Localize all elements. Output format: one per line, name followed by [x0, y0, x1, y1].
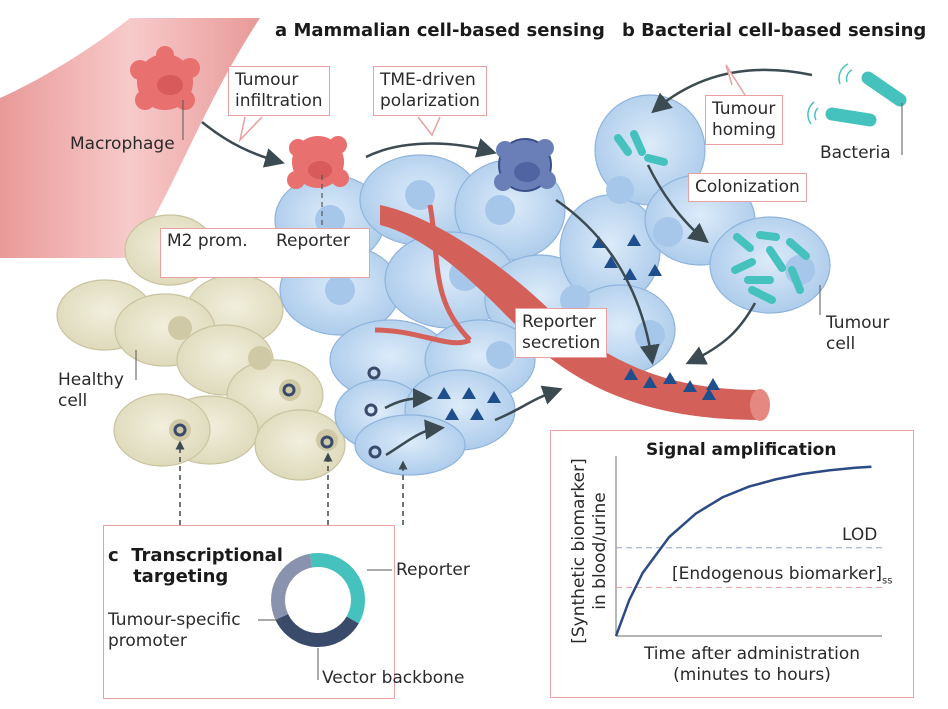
chart-title: Signal amplification: [646, 440, 837, 460]
bacteria: [614, 71, 907, 304]
panel-a-letter: a: [275, 20, 288, 41]
m2-prom-label: M2 prom.: [167, 231, 248, 251]
x-axis-label: Time after administration(minutes to hou…: [632, 644, 872, 686]
ylabel-line1: [Synthetic biomarker]: [569, 458, 589, 644]
callout-line1: TME-driven: [380, 70, 476, 90]
panel-c-title-line2: targeting: [133, 566, 229, 587]
ylabel-line2: in blood/urine: [590, 492, 610, 610]
label-line1: Tumour-specific: [108, 610, 241, 630]
callout-line1: Tumour: [235, 70, 299, 90]
panel-b-letter: b: [622, 20, 635, 41]
healthy-cells: [56, 214, 346, 481]
panel-b-title-text: Bacterial cell-based sensing: [641, 20, 927, 41]
xlabel-line2: (minutes to hours): [673, 665, 831, 685]
vector-icons: [173, 366, 382, 459]
label-line2: cell: [826, 334, 856, 354]
label-line2: promoter: [108, 631, 187, 651]
donut-segment-promoter: [271, 553, 313, 620]
callout-line1: Reporter: [522, 312, 596, 332]
callout-line2: secretion: [522, 333, 601, 353]
label-line1: Tumour: [826, 313, 890, 333]
reporter-triangles: [437, 234, 720, 420]
lod-label: LOD: [842, 525, 878, 545]
blood-vessel: [0, 18, 260, 258]
reporter-segment-label: Reporter: [396, 560, 470, 580]
macrophage-blood: [130, 46, 200, 140]
callout-line2: polarization: [380, 91, 480, 111]
transcriptional-targeting-panel: [103, 525, 395, 699]
colonization-callout: Colonization: [688, 173, 807, 202]
signal-amplification-chart: [614, 456, 882, 637]
macrophage-label: Macrophage: [70, 134, 175, 154]
callout-line2: homing: [712, 120, 777, 140]
donut-segment-vector-backbone: [275, 613, 359, 647]
y-axis-label: [Synthetic biomarker]in blood/urine: [569, 441, 611, 661]
macrophage-infiltrating: [287, 136, 349, 228]
callout-line2: infiltration: [235, 91, 323, 111]
reporter-construct-label: Reporter: [276, 231, 350, 251]
callout-line1: Tumour: [712, 99, 776, 119]
synthetic-biomarker-curve: [614, 465, 872, 637]
label-line1: Healthy: [58, 370, 124, 390]
panel-b-title: b Bacterial cell-based sensing: [622, 20, 926, 41]
panel-c-title-line1: Transcriptional: [131, 545, 283, 566]
tumour-vessel: [380, 205, 760, 420]
panel-a-title-text: Mammalian cell-based sensing: [293, 20, 605, 41]
arrows: [201, 68, 813, 457]
bacteria-label: Bacteria: [820, 143, 891, 163]
label-line2: cell: [58, 391, 88, 411]
panel-a-title: a Mammalian cell-based sensing: [275, 20, 605, 41]
donut-segment-reporter: [309, 553, 365, 624]
signal-amplification-panel: [550, 430, 914, 698]
panel-c-title: c Transcriptional targeting: [108, 545, 283, 587]
endogenous-label-subscript: ss: [882, 575, 893, 587]
vector-donut: [271, 553, 365, 647]
endogenous-label-text: [Endogenous biomarker]: [672, 564, 883, 584]
m2-construct-box: M2 prom. Reporter: [160, 228, 370, 278]
backbone-segment-label: Vector backbone: [322, 668, 465, 688]
panel-c-letter: c: [108, 545, 119, 566]
xlabel-line1: Time after administration: [643, 644, 861, 664]
endogenous-label: [Endogenous biomarker]ss: [672, 564, 892, 591]
macrophage-polarized: [494, 138, 556, 192]
